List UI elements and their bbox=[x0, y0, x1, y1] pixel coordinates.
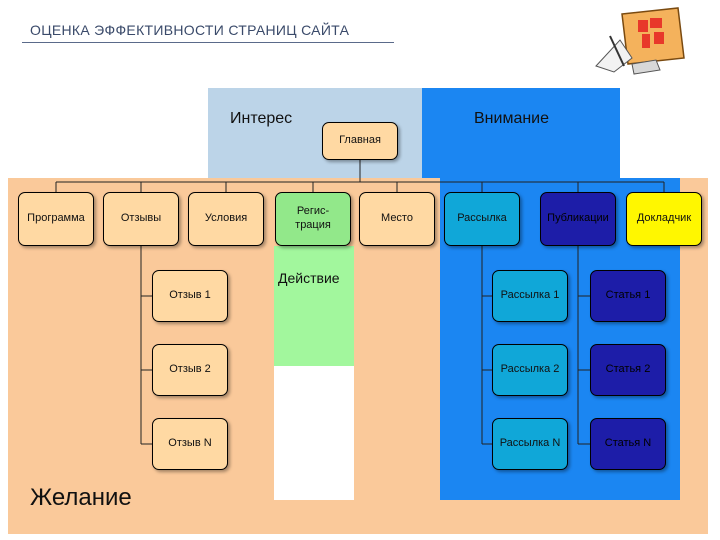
node-dokladchik: Докладчик bbox=[626, 192, 702, 246]
node-rassylka: Рассылка bbox=[444, 192, 520, 246]
attention-label: Внимание bbox=[474, 110, 550, 127]
node-programma: Программа bbox=[18, 192, 94, 246]
node-rassylka-1: Рассылка 1 bbox=[492, 270, 568, 322]
node-rassylka-n: Рассылка N bbox=[492, 418, 568, 470]
node-statya-1: Статья 1 bbox=[590, 270, 666, 322]
node-statya-n: Статья N bbox=[590, 418, 666, 470]
node-otzyv-2: Отзыв 2 bbox=[152, 344, 228, 396]
action-region bbox=[274, 246, 354, 366]
attention-region bbox=[422, 88, 620, 178]
title-underline bbox=[22, 42, 394, 43]
white-gap bbox=[274, 366, 354, 500]
node-otzyv-n: Отзыв N bbox=[152, 418, 228, 470]
node-statya-2: Статья 2 bbox=[590, 344, 666, 396]
node-registraciya: Регис- трация bbox=[275, 192, 351, 246]
action-label: Действие bbox=[278, 270, 340, 286]
interest-label: Интерес bbox=[230, 110, 293, 127]
node-mesto: Место bbox=[359, 192, 435, 246]
node-usloviya: Условия bbox=[188, 192, 264, 246]
node-glavnaya: Главная bbox=[322, 122, 398, 160]
desire-label: Желание bbox=[30, 484, 132, 511]
document-folder-icon bbox=[595, 7, 685, 75]
node-otzyv-1: Отзыв 1 bbox=[152, 270, 228, 322]
node-otzyvy: Отзывы bbox=[103, 192, 179, 246]
node-publikacii: Публикации bbox=[540, 192, 616, 246]
page-title: ОЦЕНКА ЭФФЕКТИВНОСТИ СТРАНИЦ САЙТА bbox=[30, 22, 350, 38]
node-rassylka-2: Рассылка 2 bbox=[492, 344, 568, 396]
